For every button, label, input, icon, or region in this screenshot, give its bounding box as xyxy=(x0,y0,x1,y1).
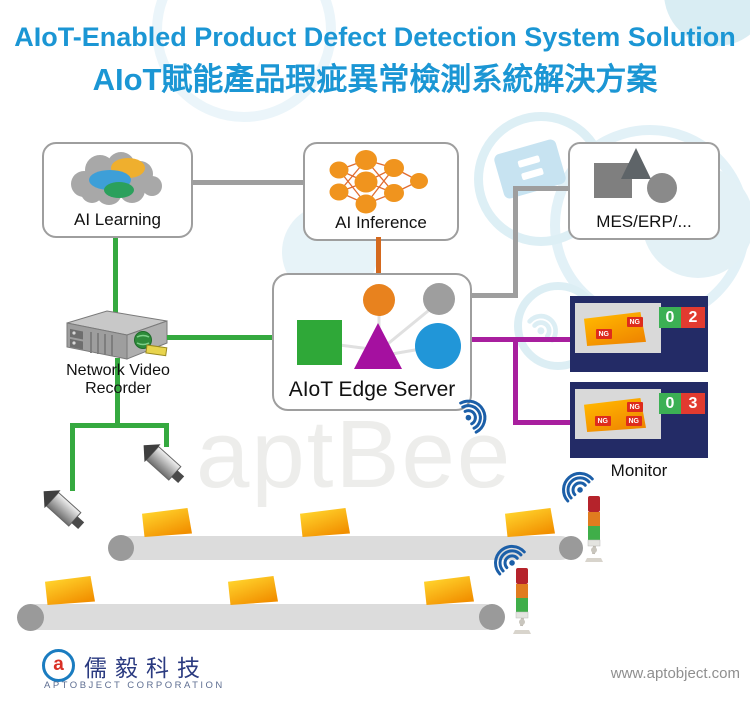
belt1-roller-right xyxy=(559,536,583,560)
neural-network-icon xyxy=(329,150,428,214)
wifi-icon-belt1 xyxy=(562,471,594,503)
connector-camera-left xyxy=(70,423,75,491)
edge-server-label: AIoT Edge Server xyxy=(288,378,456,401)
signal-tower-icon-2 xyxy=(513,568,531,634)
connector-nvr-edge xyxy=(167,335,296,340)
connector-camera-right xyxy=(164,423,169,447)
monitor1-ng-count: 2 xyxy=(681,307,705,328)
node-ai-inference: AI Inference xyxy=(303,142,459,241)
connector-inference-edge xyxy=(376,237,381,284)
product-item xyxy=(142,508,192,537)
monitor2-ok-count: 0 xyxy=(659,393,681,414)
connector-learning-nvr xyxy=(113,234,118,318)
page-title-en: AIoT-Enabled Product Defect Detection Sy… xyxy=(14,22,736,52)
connector-camera-branch xyxy=(70,423,169,428)
nvr-label: Network Video Recorder xyxy=(66,362,170,397)
connector-nvr-down xyxy=(115,358,120,426)
belt1-roller-left xyxy=(108,535,134,561)
mes-erp-label: MES/ERP/... xyxy=(596,212,692,231)
monitor1-ok-count: 0 xyxy=(659,307,681,328)
product-item xyxy=(424,576,474,605)
monitor-label: Monitor xyxy=(610,461,668,480)
product-item xyxy=(300,508,350,537)
wifi-icon-edge-server xyxy=(459,399,487,434)
cloud-dataset-icon xyxy=(71,152,162,205)
connector-mes-to-edge xyxy=(451,293,517,298)
node-edge-server: AIoT Edge Server xyxy=(272,273,472,411)
conveyor-belt-2 xyxy=(24,604,498,630)
connector-mes-horizontal xyxy=(513,186,570,191)
connector-learning-inference xyxy=(189,180,303,185)
belt2-roller-right xyxy=(479,604,505,630)
network-video-recorder-icon xyxy=(66,310,168,360)
camera-icon-2 xyxy=(43,490,85,530)
page-title-zh: AIoT賦能產品瑕疵異常檢測系統解決方案 xyxy=(92,62,658,97)
wifi-icon-belt2 xyxy=(494,544,526,576)
brand-watermark: aptBee xyxy=(196,401,513,508)
ai-inference-label: AI Inference xyxy=(335,213,427,232)
connector-monitor-vertical xyxy=(513,337,518,425)
ng-tag: NG xyxy=(627,402,643,412)
product-item xyxy=(505,508,555,537)
ng-tag: NG xyxy=(596,329,612,339)
ai-learning-label: AI Learning xyxy=(74,210,161,229)
company-name-en: APTOBJECT CORPORATION xyxy=(44,680,225,691)
company-logo-mark: a xyxy=(42,649,75,682)
shapes-icon xyxy=(594,148,677,203)
signal-tower-icon-1 xyxy=(585,496,603,562)
ng-tag: NG xyxy=(626,416,642,426)
decor-wifi-icon xyxy=(527,313,558,343)
node-ai-learning: AI Learning xyxy=(42,142,193,238)
product-item xyxy=(228,576,278,605)
belt2-roller-left xyxy=(17,604,44,631)
connector-edge-monitor2 xyxy=(513,420,570,425)
product-item xyxy=(45,576,95,605)
monitor2-ng-count: 3 xyxy=(681,393,705,414)
node-mes-erp: MES/ERP/... xyxy=(568,142,720,240)
camera-icon-1 xyxy=(143,444,185,484)
ng-tag: NG xyxy=(595,416,611,426)
square-triangle-circles-icon xyxy=(297,283,461,369)
ng-tag: NG xyxy=(627,317,643,327)
company-name-zh: 儒毅科技 xyxy=(84,655,208,681)
connector-mes-vertical xyxy=(513,186,518,298)
website-url: www.aptobject.com xyxy=(610,665,740,682)
